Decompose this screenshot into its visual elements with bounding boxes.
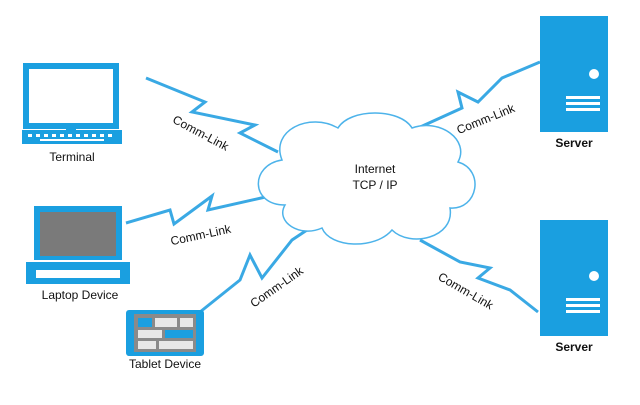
cloud-icon [257,112,476,245]
comm-link-server-bottom [419,238,539,314]
server-top-label: Server [555,136,593,150]
cloud-subtitle: TCP / IP [352,178,398,192]
comm-link-server-top [417,60,541,130]
terminal-label: Terminal [49,150,95,164]
monitor-icon [22,63,122,144]
laptop-icon [26,206,130,284]
comm-link-laptop [125,192,271,227]
tablet-icon [126,310,204,356]
server-icon [540,16,608,132]
laptop-label: Laptop Device [41,288,119,302]
comm-link-terminal [145,76,279,154]
comm-link-tablet [199,218,323,314]
tablet-label: Tablet Device [128,357,202,371]
cloud-title: Internet [354,162,396,176]
server-icon-2 [540,220,608,336]
server-bottom-label: Server [555,340,593,354]
